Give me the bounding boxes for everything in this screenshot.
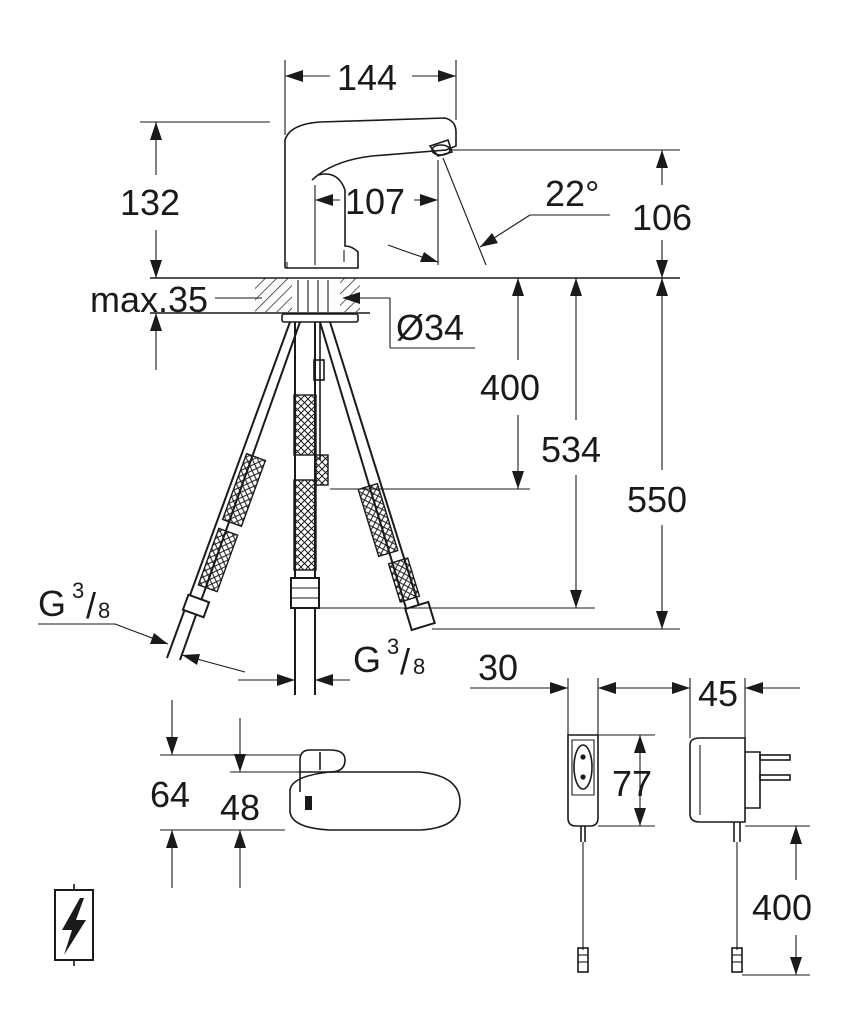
dim-adapter-depth: 45	[698, 673, 738, 714]
svg-text:G: G	[38, 583, 66, 624]
thread-left: G 3 / 8	[38, 578, 110, 626]
svg-text:3: 3	[387, 634, 399, 659]
dim-outlet-height: 106	[632, 197, 692, 238]
hose-left	[166, 321, 301, 661]
dim-lines-adapter	[470, 678, 810, 976]
dim-body-depth: 48	[220, 787, 260, 828]
dim-lines	[38, 60, 680, 686]
dim-spout-reach: 107	[345, 181, 405, 222]
dim-spout-width: 144	[337, 57, 397, 98]
dim-sensor-cable: 400	[480, 367, 540, 408]
dim-adapter-height: 77	[612, 763, 652, 804]
power-adapter-side	[689, 737, 791, 973]
dim-spray-angle: 22°	[545, 173, 599, 214]
dim-hole-diameter: Ø34	[396, 307, 464, 348]
svg-text:8: 8	[98, 598, 110, 623]
svg-text:/: /	[400, 641, 410, 682]
dim-hose-long: 550	[627, 479, 687, 520]
faucet-top-view	[289, 749, 461, 831]
svg-text:8: 8	[413, 654, 425, 679]
dim-spout-height: 132	[120, 182, 180, 223]
dim-adapter-width: 30	[478, 647, 518, 688]
svg-text:3: 3	[72, 578, 84, 603]
svg-text:G: G	[353, 639, 381, 680]
dim-max-deck-thickness: max.35	[90, 279, 208, 320]
faucet-body	[284, 117, 457, 269]
thread-center: G 3 / 8	[353, 634, 425, 682]
deck-section	[150, 277, 680, 323]
hose-center	[290, 322, 320, 695]
power-adapter-front	[567, 734, 599, 973]
dim-lines-top-view	[160, 700, 300, 888]
sensor-cable	[313, 322, 329, 486]
dim-hose-short: 534	[541, 429, 601, 470]
dim-adapter-cable: 400	[752, 887, 812, 928]
dim-body-height: 64	[150, 774, 190, 815]
svg-text:/: /	[86, 585, 96, 626]
lightning-bolt-icon	[54, 884, 94, 966]
hose-right	[319, 321, 436, 632]
